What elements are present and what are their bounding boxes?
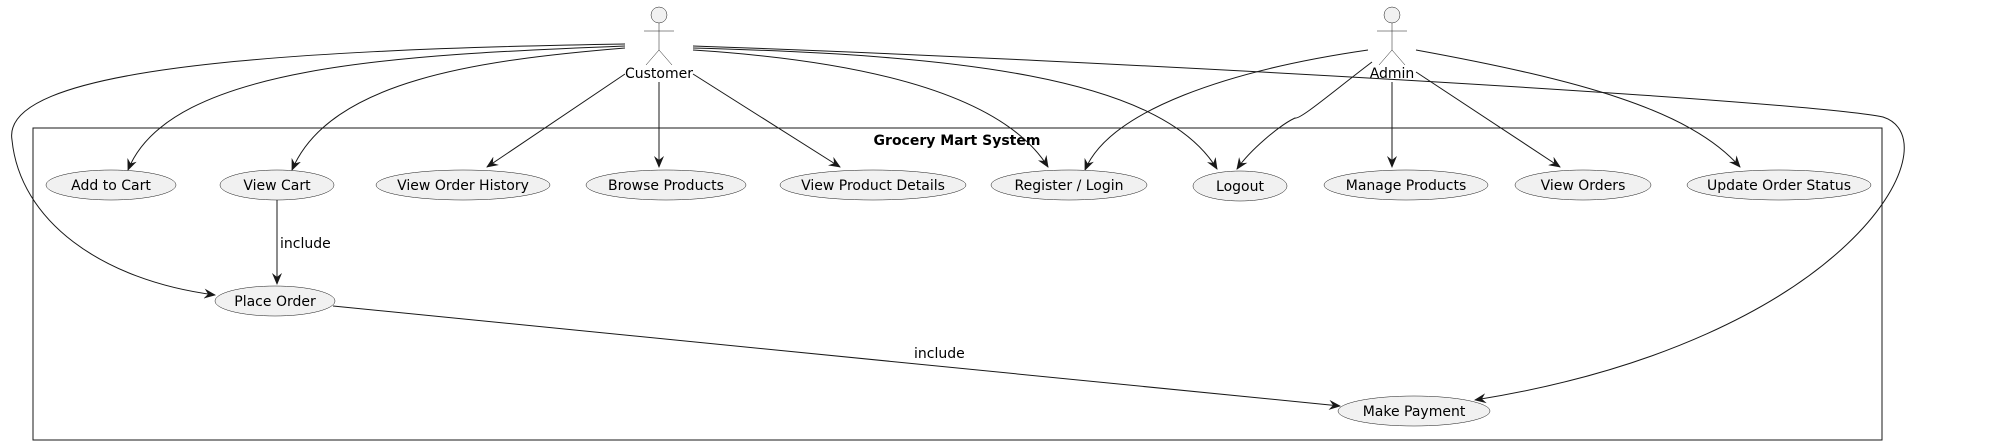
use-case-label: Update Order Status [1707, 178, 1851, 194]
use-case-label: Place Order [234, 294, 316, 310]
edge-customer-make-payment [692, 45, 1905, 404]
edge-customer-view-product-details [692, 73, 841, 168]
edge-place-order-include-make-payment [332, 305, 1341, 410]
edge-customer-logout [692, 47, 1218, 170]
use-case-browse-products[interactable]: Browse Products [585, 169, 747, 201]
use-case-label: Register / Login [1014, 178, 1123, 194]
include-label: include [280, 236, 331, 252]
use-case-label: View Orders [1541, 178, 1626, 194]
edge-admin-register-login [1084, 49, 1369, 171]
use-case-label: Make Payment [1363, 404, 1466, 420]
edge-admin-view-orders [1415, 71, 1561, 168]
use-case-label: Logout [1216, 179, 1264, 195]
actor-label: Customer [625, 66, 693, 82]
edge-customer-view-order-history [486, 73, 626, 168]
stick-figure-icon [644, 6, 674, 66]
edge-admin-update-order-status [1415, 49, 1741, 168]
admin-associations [1084, 49, 1741, 171]
use-case-update-order-status[interactable]: Update Order Status [1686, 169, 1872, 201]
edge-customer-place-order [11, 43, 626, 299]
use-case-add-to-cart[interactable]: Add to Cart [45, 169, 177, 201]
stick-figure-icon [1377, 6, 1407, 66]
use-case-view-cart[interactable]: View Cart [219, 169, 335, 201]
actor-admin[interactable]: Admin [1370, 6, 1415, 82]
system-title: Grocery Mart System [874, 133, 1041, 149]
use-case-register-login[interactable]: Register / Login [990, 169, 1148, 201]
use-case-label: Manage Products [1346, 178, 1467, 194]
use-case-logout[interactable]: Logout [1192, 170, 1288, 202]
edge-customer-register-login [692, 49, 1049, 168]
edge-customer-add-to-cart [127, 45, 626, 171]
use-case-label: View Order History [397, 178, 529, 194]
use-case-view-orders[interactable]: View Orders [1514, 169, 1652, 201]
include-edges: include include [272, 198, 1341, 410]
use-case-place-order[interactable]: Place Order [214, 285, 336, 317]
use-case-label: View Product Details [801, 178, 945, 194]
use-case-label: Browse Products [608, 178, 724, 194]
use-case-view-order-history[interactable]: View Order History [375, 169, 551, 201]
edge-customer-view-cart [291, 47, 626, 171]
include-label: include [914, 346, 965, 362]
customer-associations [11, 43, 1905, 404]
system-boundary: Grocery Mart System [32, 127, 1883, 441]
use-case-label: Add to Cart [71, 178, 151, 194]
actor-label: Admin [1370, 66, 1415, 82]
use-case-label: View Cart [243, 178, 311, 194]
actor-customer[interactable]: Customer [625, 6, 693, 82]
use-case-manage-products[interactable]: Manage Products [1323, 169, 1489, 201]
edge-admin-logout [1236, 61, 1373, 170]
use-case-view-product-details[interactable]: View Product Details [779, 169, 967, 201]
use-case-make-payment[interactable]: Make Payment [1337, 395, 1491, 427]
